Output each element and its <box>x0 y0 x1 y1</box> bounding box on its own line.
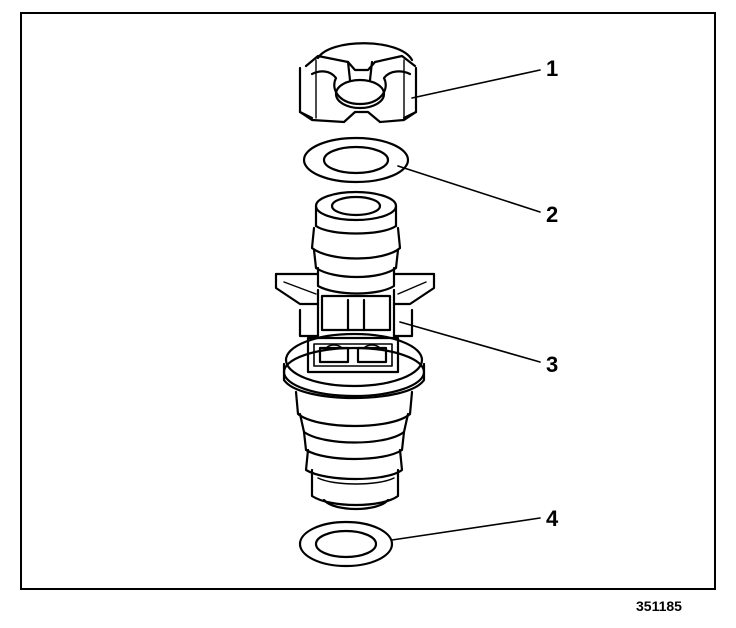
lower-o-ring <box>298 520 394 568</box>
callout-3: 3 <box>546 352 559 377</box>
leader-line-3 <box>399 321 541 363</box>
fuel-injector-body <box>274 190 436 510</box>
retainer-clip <box>298 42 418 124</box>
callout-4: 4 <box>546 506 559 531</box>
leader-line-1 <box>411 69 541 99</box>
leader-lines <box>391 69 541 541</box>
upper-o-ring <box>302 136 410 184</box>
leader-line-4 <box>391 517 541 541</box>
callout-2: 2 <box>546 202 559 227</box>
leader-line-2 <box>397 165 541 213</box>
callout-1: 1 <box>546 56 559 81</box>
figure-number: 351185 <box>636 598 682 614</box>
